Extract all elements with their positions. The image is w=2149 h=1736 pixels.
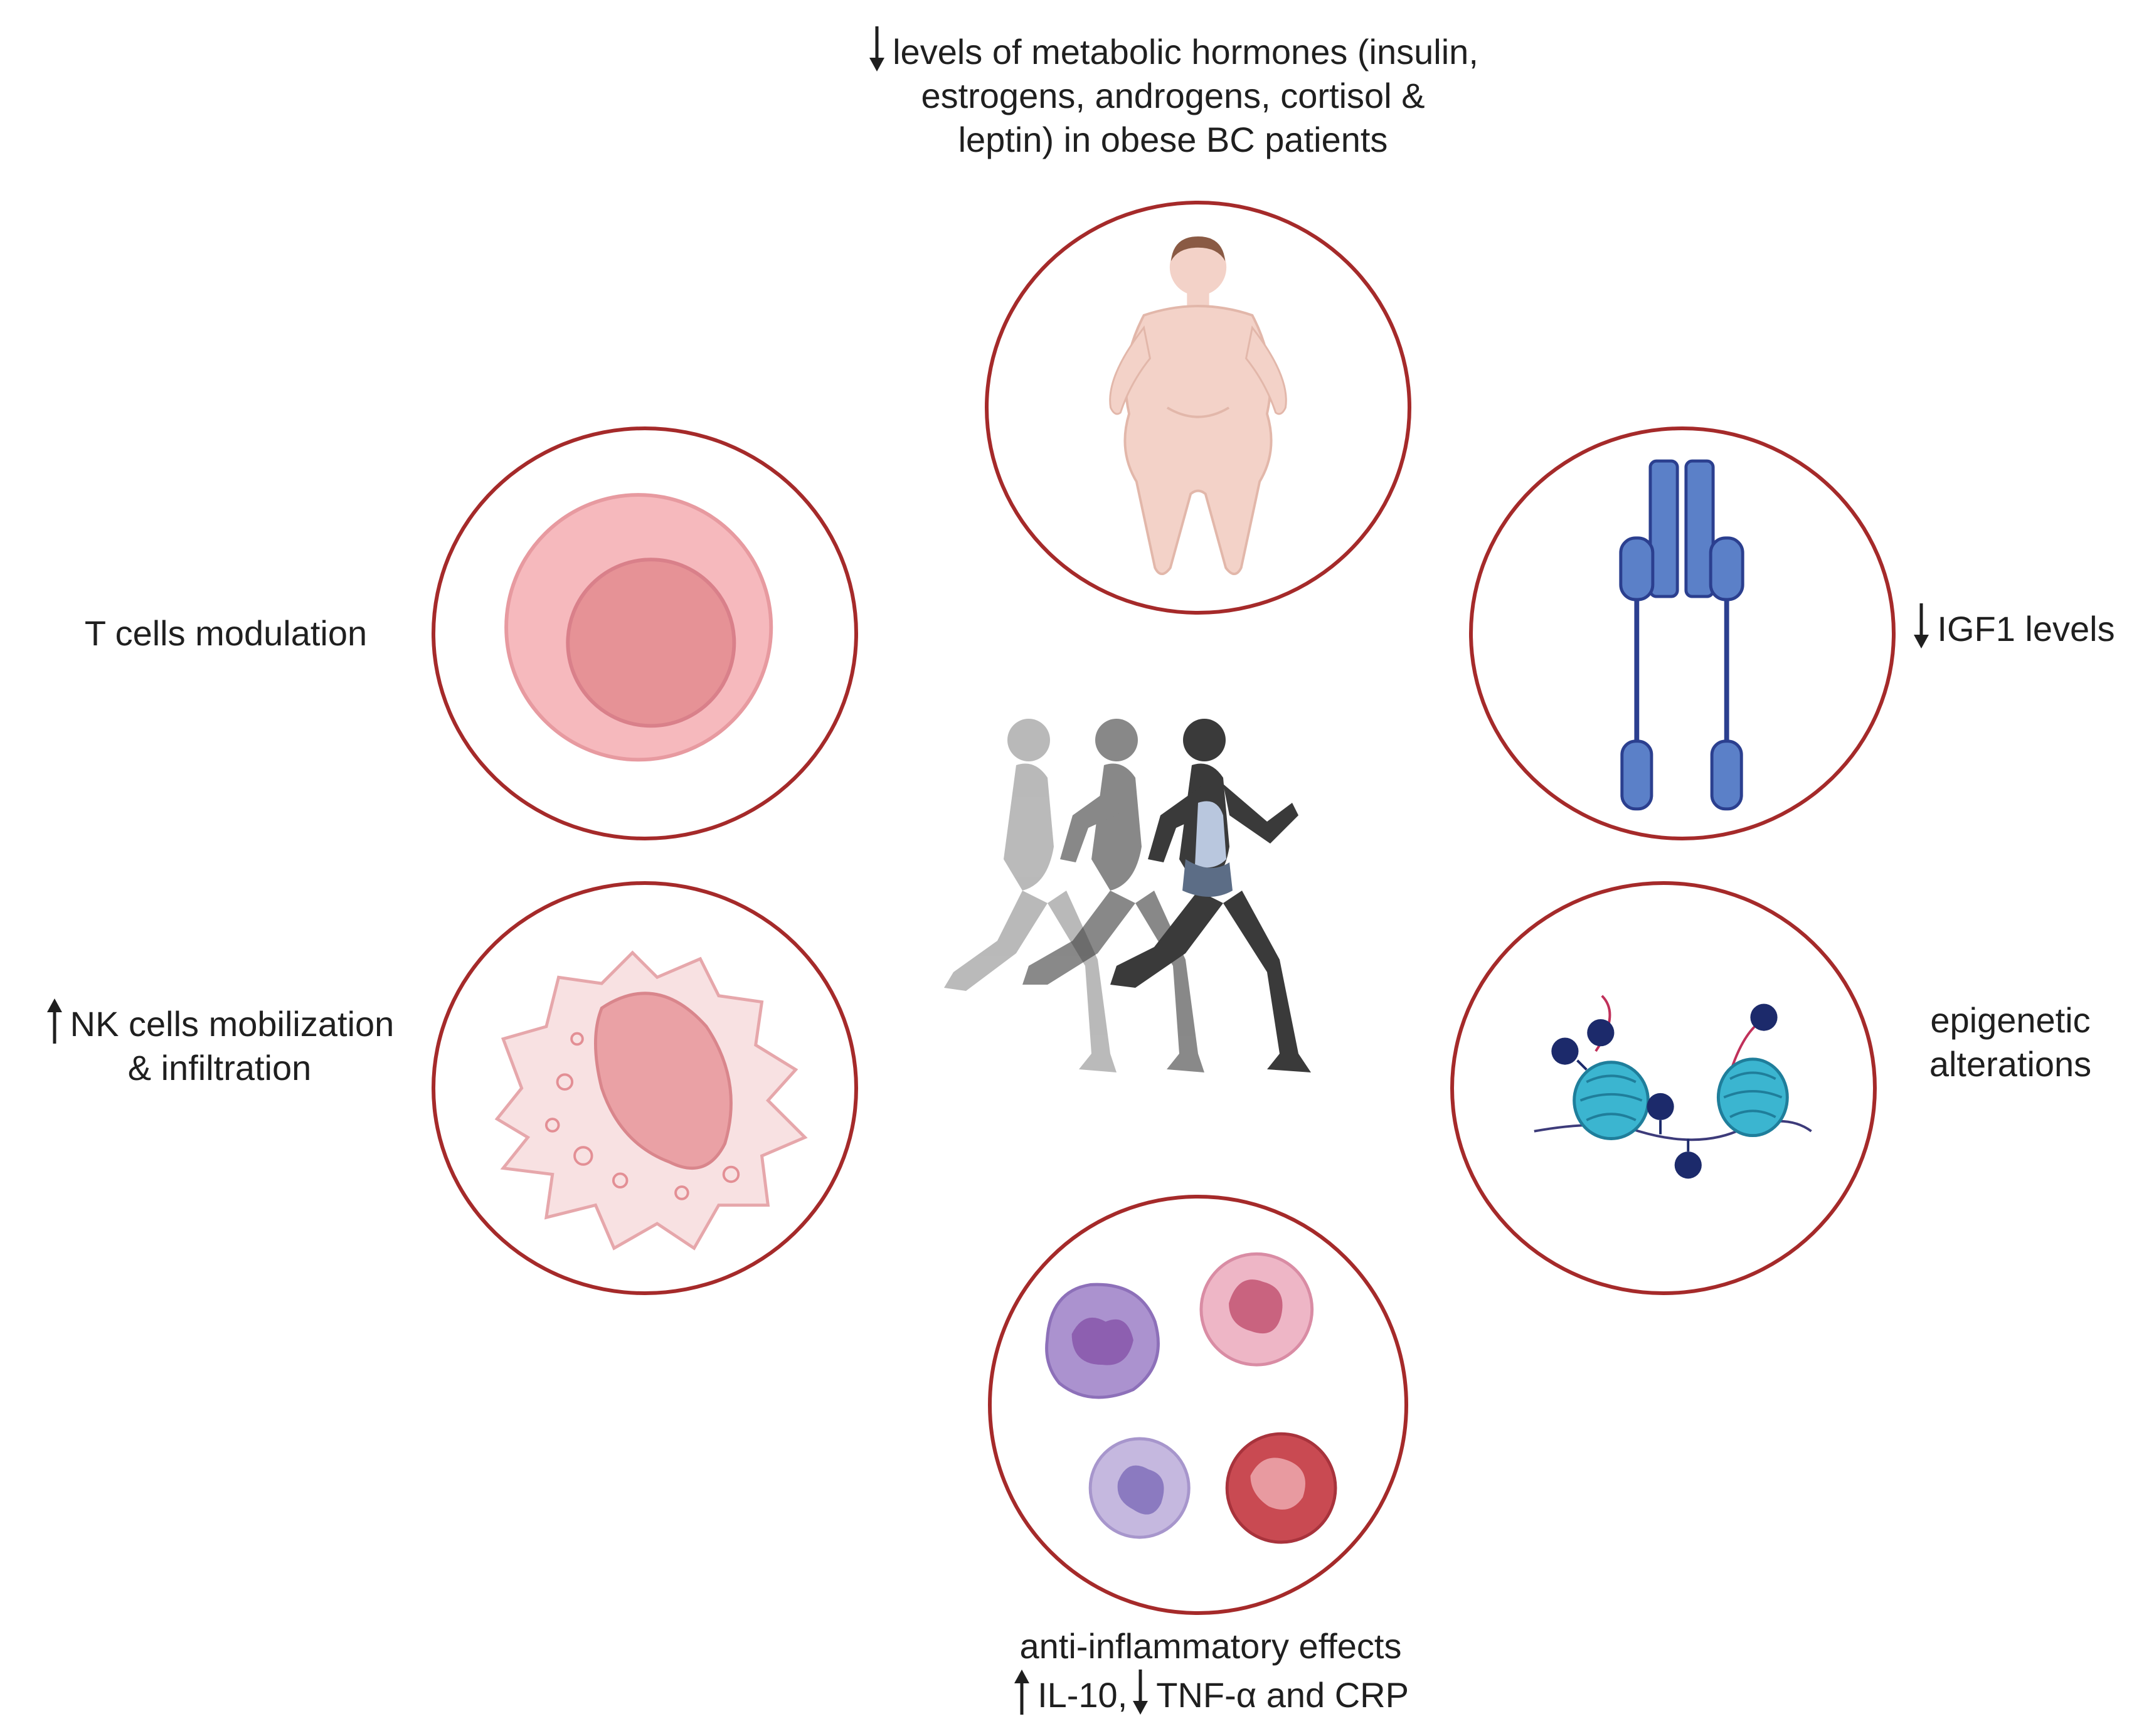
immune-cells-icon [1045, 1252, 1337, 1544]
igf1-text: IGF1 levels [1937, 609, 2115, 648]
down-arrow-icon [1912, 602, 1931, 650]
up-arrow-icon [45, 997, 64, 1045]
nk-row1: NK cells mobilization [13, 997, 427, 1046]
nucleosome-dna-icon [1534, 995, 1812, 1179]
ring-tcells [432, 426, 858, 840]
label-epigenetic: epigenetic alterations [1894, 998, 2126, 1086]
ring-igf1 [1469, 426, 1896, 840]
tnf-text: TNF-α and CRP [1156, 1675, 1409, 1715]
il10-text: IL-10, [1037, 1675, 1128, 1715]
nk-line2: & infiltration [127, 1048, 312, 1088]
ring-nk [432, 881, 858, 1295]
label-nk: NK cells mobilization & infiltration [13, 997, 427, 1090]
runner-icon [944, 719, 1311, 1072]
label-igf1: IGF1 levels [1888, 602, 2139, 651]
down-arrow-icon [868, 25, 886, 73]
antiinflammatory-row2: IL-10, TNF-α and CRP [866, 1668, 1556, 1717]
igf1-receptor-icon [1619, 459, 1744, 811]
hormones-line1: levels of metabolic hormones (insulin, [893, 32, 1478, 71]
label-hormones-row1: levels of metabolic hormones (insulin, [778, 25, 1568, 74]
obese-body-icon [1109, 236, 1287, 576]
hormones-line2: estrogens, androgens, cortisol & [921, 76, 1425, 115]
label-antiinflammatory: anti-inflammatory effects IL-10, TNF-α an… [866, 1624, 1556, 1717]
antiinflammatory-line1: anti-inflammatory effects [1019, 1626, 1402, 1666]
tcells-text: T cells modulation [84, 613, 368, 653]
label-hormones: levels of metabolic hormones (insulin, e… [778, 25, 1568, 162]
hormones-line3: leptin) in obese BC patients [958, 120, 1388, 159]
down-arrow-icon [1131, 1668, 1150, 1716]
nk-line1: NK cells mobilization [70, 1004, 395, 1044]
ring-epigenetic [1450, 881, 1877, 1295]
nk-cell-icon [494, 950, 808, 1251]
t-cell-icon [504, 493, 773, 762]
ring-antiinflammatory [988, 1195, 1408, 1615]
up-arrow-icon [1012, 1668, 1031, 1716]
ring-hormones [985, 201, 1411, 615]
epigenetic-line2: alterations [1929, 1044, 2092, 1084]
label-tcells: T cells modulation [25, 611, 427, 655]
epigenetic-line1: epigenetic [1930, 1000, 2091, 1040]
